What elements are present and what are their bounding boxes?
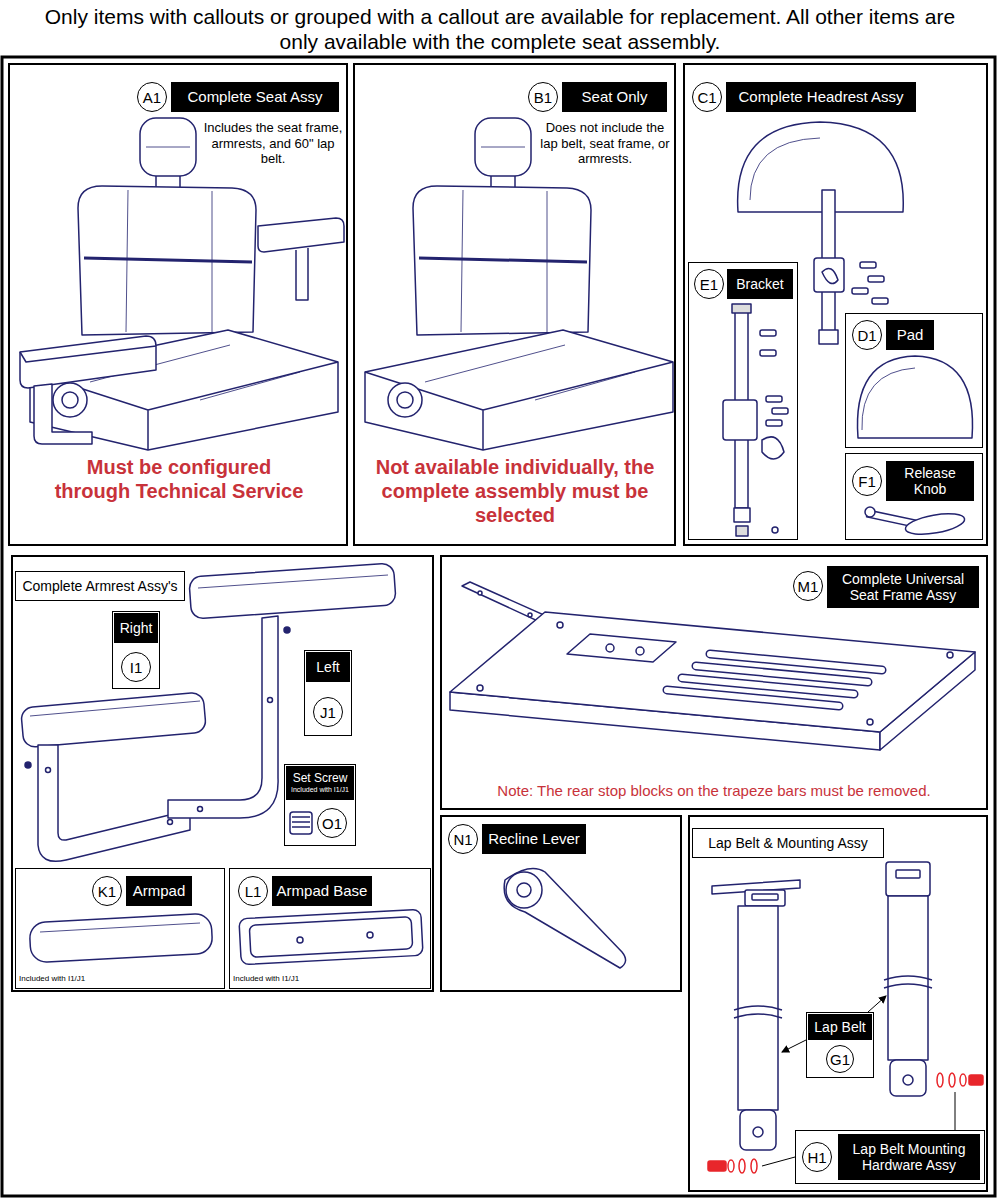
part-name-label: Armpad Base	[272, 876, 372, 906]
callout-circle: G1	[826, 1045, 854, 1073]
callout-number: E1	[700, 276, 718, 293]
part-box: F1 Release Knob	[845, 453, 983, 540]
part-box: Lap BeltG1	[806, 1012, 874, 1078]
group-title-box: Lap Belt & Mounting Assy	[692, 828, 884, 858]
callout-number: I1	[130, 659, 143, 676]
callout-number: H1	[807, 1149, 826, 1166]
callout-number: C1	[697, 89, 716, 106]
part-name-label: Armpad	[126, 876, 192, 906]
part-name-label: Right	[114, 613, 158, 643]
callout-circle: A1	[137, 82, 167, 112]
parts-panel: Includes the seat frame, armrests, and 6…	[8, 63, 348, 546]
part-name: Set Screw	[293, 772, 348, 786]
part-name-label: Set ScrewIncluded with I1/J1	[286, 766, 354, 800]
callout-circle: J1	[313, 697, 343, 727]
callout-circle: M1	[793, 571, 823, 601]
part-box: H1 Lap Belt Mounting Hardware Assy	[795, 1130, 985, 1184]
part-box: E1 Bracket	[688, 262, 798, 540]
part-name: Left	[316, 659, 339, 675]
callout-circle: K1	[92, 876, 122, 906]
callout-circle: N1	[448, 824, 478, 854]
parts-panel: Note: The rear stop blocks on the trapez…	[440, 555, 988, 810]
part-name: Right	[120, 620, 153, 636]
callout-circle: E1	[694, 269, 724, 299]
part-name: Pad	[897, 326, 924, 343]
panel-note: Included with I1/J1	[233, 974, 383, 984]
callout-circle: F1	[852, 466, 882, 496]
callout-circle: I1	[121, 652, 151, 682]
callout-number: A1	[143, 89, 161, 106]
parts-panel: N1 Recline Lever	[440, 815, 682, 992]
callout-number: J1	[320, 704, 336, 721]
part-name: Included with I1/J1	[291, 786, 349, 794]
callout-number: M1	[798, 578, 819, 595]
callout-circle: C1	[692, 82, 722, 112]
group-title-box: Complete Armrest Assy's	[15, 571, 185, 601]
part-box: RightI1	[112, 611, 160, 689]
panel-note: Must be configured through Technical Ser…	[48, 455, 310, 503]
part-name: Seat Only	[582, 88, 648, 105]
part-name-label: Release Knob	[886, 461, 974, 501]
part-name: Complete Headrest Assy	[738, 88, 903, 105]
callout-number: N1	[453, 831, 472, 848]
part-name: Release Knob	[890, 465, 970, 497]
part-name: Armpad	[133, 882, 186, 899]
part-box: LeftJ1	[304, 650, 352, 736]
part-name: Bracket	[736, 276, 783, 292]
part-box: Included with I1/J1 L1 Armpad Base	[229, 868, 431, 989]
part-name-label: Complete Headrest Assy	[726, 82, 916, 112]
part-name: Complete Universal Seat Frame Assy	[831, 571, 975, 603]
callout-number: G1	[830, 1051, 850, 1068]
part-name: Armpad Base	[277, 882, 368, 899]
part-box: Included with I1/J1 K1 Armpad	[15, 868, 225, 989]
part-box: D1 Pad	[845, 313, 983, 448]
callout-circle: O1	[317, 808, 347, 838]
callout-number: L1	[245, 883, 262, 900]
parts-panel: Complete Armrest Assy'sRightI1LeftJ1Set …	[11, 555, 434, 992]
part-name-label: Seat Only	[562, 82, 667, 112]
parts-panel: Does not include the lap belt, seat fram…	[353, 63, 676, 546]
panel-note: Included with I1/J1	[19, 974, 169, 984]
part-name-label: Lap Belt Mounting Hardware Assy	[838, 1134, 980, 1180]
callout-number: D1	[857, 327, 876, 344]
part-name: Complete Seat Assy	[187, 88, 322, 105]
panel-note: Does not include the lap belt, seat fram…	[538, 120, 672, 167]
part-name: Lap Belt Mounting Hardware Assy	[842, 1141, 976, 1173]
part-name-label: Pad	[886, 320, 934, 350]
part-name-label: Complete Seat Assy	[171, 82, 339, 112]
part-name: Complete Armrest Assy's	[22, 578, 177, 594]
panel-note: Includes the seat frame, armrests, and 6…	[202, 120, 344, 167]
callout-number: O1	[322, 815, 342, 832]
part-name-label: Bracket	[727, 269, 793, 299]
page-title: Only items with callouts or grouped with…	[35, 4, 965, 54]
part-box: Set ScrewIncluded with I1/J1O1	[284, 764, 356, 846]
part-name-label: Complete Universal Seat Frame Assy	[827, 566, 979, 608]
callout-circle: B1	[528, 82, 558, 112]
callout-number: K1	[98, 883, 116, 900]
part-name-label: Left	[306, 652, 350, 682]
callout-number: B1	[534, 89, 552, 106]
part-name: Lap Belt & Mounting Assy	[708, 835, 868, 851]
part-name-label: Lap Belt	[808, 1014, 872, 1040]
callout-circle: D1	[852, 320, 882, 350]
part-name-label: Recline Lever	[482, 824, 586, 854]
callout-number: F1	[858, 473, 876, 490]
part-name: Lap Belt	[814, 1019, 865, 1035]
parts-panel: C1 Complete Headrest AssyE1 BracketD1 PadF1…	[683, 63, 988, 546]
part-name: Recline Lever	[488, 830, 580, 847]
panel-note: Note: The rear stop blocks on the trapez…	[446, 782, 982, 800]
parts-panel: Lap Belt & Mounting AssyLap BeltG1H1 Lap …	[688, 815, 988, 1192]
panel-note: Not available individually, the complete…	[362, 455, 668, 527]
callout-circle: L1	[238, 876, 268, 906]
callout-circle: H1	[802, 1142, 832, 1172]
